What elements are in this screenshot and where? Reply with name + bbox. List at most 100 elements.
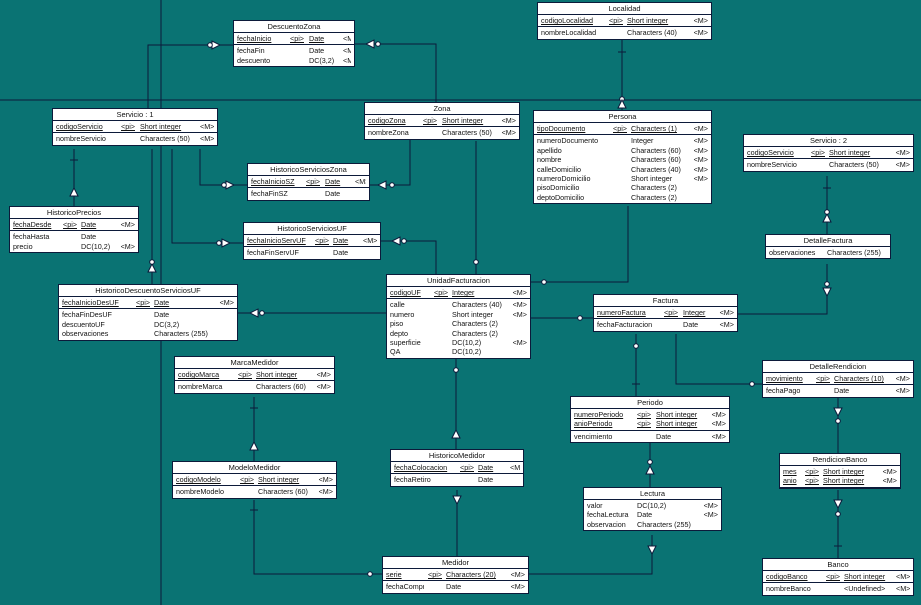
identifier-marker: <pi>: [613, 124, 627, 133]
identifier-section: serie<pi>Characters (20)<M>: [383, 569, 528, 582]
entity-title: Factura: [594, 295, 737, 307]
mandatory-marker: <M>: [512, 300, 527, 310]
attribute-type: DC(3,2): [309, 55, 335, 65]
mandatory-marker: <M>: [693, 145, 708, 155]
entity-descuento-zona[interactable]: DescuentoZonafechaInicio<pi>Date<M>fecha…: [233, 20, 355, 68]
identifier-marker: [609, 183, 631, 192]
optional-marker: [259, 310, 265, 316]
entity-title: Persona: [534, 111, 711, 123]
identifier-section: movimiento<pi>Characters (10)<M>: [763, 373, 913, 386]
attribute-row: codigoLocalidad<pi>Short integer<M>: [541, 16, 708, 25]
entity-title: MarcaMedidor: [175, 357, 334, 369]
attribute-name: observacion: [587, 519, 626, 529]
identifier-section: fechaDesde<pi>Date<M>: [10, 219, 138, 232]
attribute-type: Date: [478, 463, 494, 472]
attribute-name: anioPeriodo: [574, 419, 613, 429]
attribute-row: anioPeriodo<pi>Short integer<M>: [574, 419, 726, 428]
identifier-marker: [430, 329, 452, 338]
mandatory-marker: <M>: [703, 501, 718, 510]
attribute-name: fechaHasta: [13, 232, 50, 242]
identifier-marker: [301, 189, 325, 198]
attribute-name: anio: [783, 476, 797, 486]
optional-marker: [835, 511, 841, 517]
mandatory-marker: <M>: [510, 582, 525, 592]
attribute-type: Characters (40): [452, 300, 502, 310]
mandatory-marker: <M>: [219, 298, 234, 307]
attribute-name: fechaPago: [766, 386, 801, 396]
identifier-marker: [285, 56, 309, 65]
attribute-name: valor: [587, 501, 603, 510]
attribute-row: fechaInicioSZ<pi>Date<M>: [251, 177, 366, 186]
attribute-name: fechaInicioServUF: [247, 236, 306, 245]
entity-title: Zona: [365, 103, 519, 115]
entity-title: HistoricoMedidor: [391, 450, 523, 462]
attribute-type: Characters (60): [631, 155, 681, 165]
attribute-name: movimiento: [766, 374, 803, 383]
mandatory-marker: <M>: [343, 46, 351, 56]
optional-marker: [577, 315, 583, 321]
mandatory-marker: <M>: [693, 164, 708, 174]
attribute-name: fechaInicioSZ: [251, 177, 295, 186]
mandatory-marker: <M>: [693, 174, 708, 184]
mandatory-marker: <M>: [895, 160, 910, 170]
mandatory-marker: <M>: [200, 134, 214, 144]
identifier-marker: [807, 160, 829, 169]
identifier-marker: [659, 320, 683, 329]
identifier-marker: <pi>: [826, 572, 840, 581]
attribute-row: codigoUF<pi>Integer<M>: [390, 288, 527, 297]
attribute-name: observaciones: [62, 329, 109, 339]
entity-title: DetalleRendicion: [763, 361, 913, 373]
attribute-name: fechaRetiro: [394, 475, 431, 485]
entity-title: DetalleFactura: [766, 235, 890, 247]
attribute-name: codigoUF: [390, 288, 421, 297]
attribute-name: nombreModelo: [176, 487, 224, 497]
attribute-name: fechaInicio: [237, 34, 272, 43]
mandatory-marker: [508, 329, 527, 338]
mandatory-marker: <M>: [896, 584, 910, 594]
attribute-type: Short integer: [140, 122, 182, 131]
identifier-marker: [116, 134, 140, 143]
mandatory-marker: <M>: [882, 476, 897, 486]
identifier-marker: [812, 386, 834, 395]
attribute-name: nombreZona: [368, 128, 409, 138]
attribute-type: Date: [446, 582, 462, 592]
optional-marker: [207, 42, 213, 48]
identifying-marker: [647, 545, 657, 556]
optional-marker: [824, 281, 830, 287]
attribute-name: calleDomicilio: [537, 164, 581, 174]
attribute-type: Short integer: [442, 116, 484, 125]
attribute-type: Characters (50): [442, 128, 492, 138]
identifier-section: numeroPeriodo<pi>Short integer<M>anioPer…: [571, 409, 729, 431]
attribute-type: Date: [309, 46, 325, 56]
